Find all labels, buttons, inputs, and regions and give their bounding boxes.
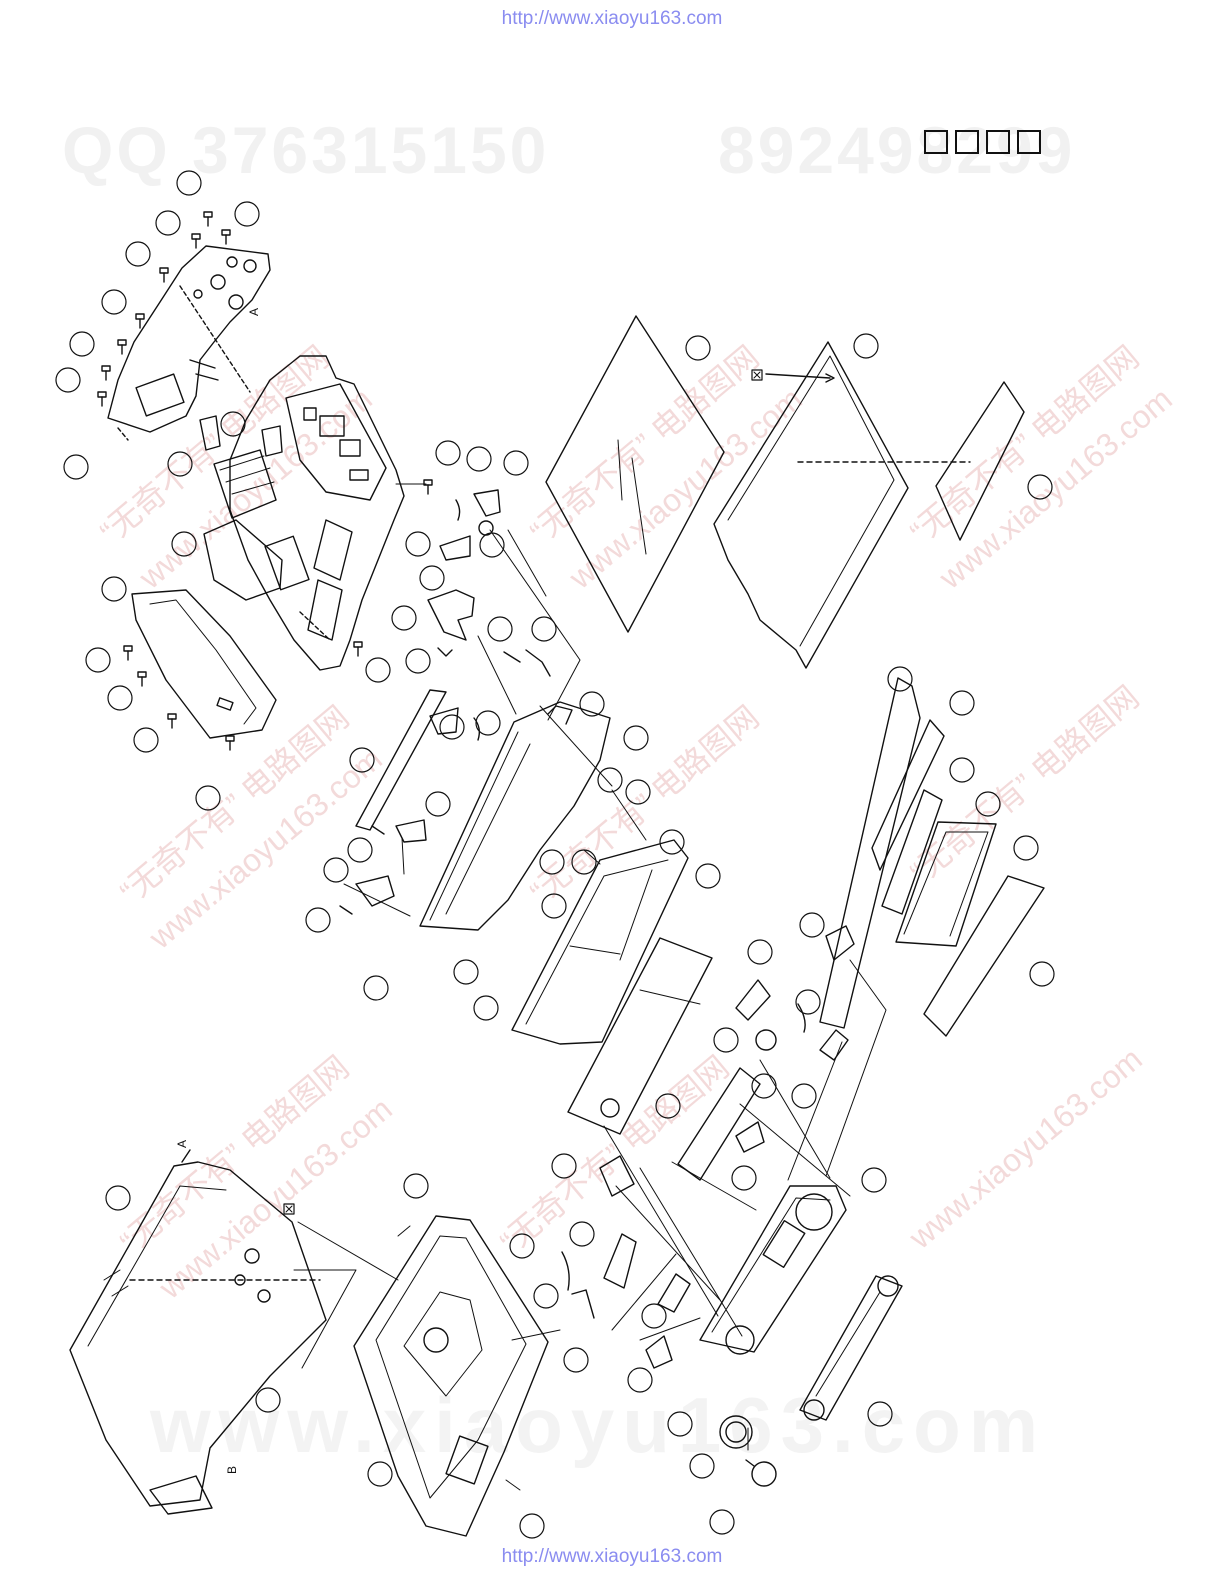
screw-group-top [97, 211, 231, 407]
knobs [719, 1415, 777, 1487]
balloons [55, 170, 1055, 1539]
sheet-insulator [935, 381, 1025, 541]
small-parts-right [677, 925, 855, 1181]
title-box [924, 130, 948, 154]
arrow-marker-lower [283, 1203, 295, 1215]
source-url-top[interactable]: http://www.xiaoyu163.com [501, 8, 723, 29]
small-brackets-lower [561, 1155, 691, 1369]
watermark-bottom: www.xiaoyu163.com [150, 1381, 1047, 1469]
reference-mark-a: A [247, 308, 261, 316]
title-box-group [924, 130, 1041, 154]
lever-parts [339, 489, 551, 915]
front-chassis [355, 689, 611, 931]
title-box [986, 130, 1010, 154]
cd-mechanism [353, 1215, 549, 1537]
case [799, 1275, 903, 1421]
reference-mark-b: B [225, 1466, 239, 1474]
top-bracket [107, 245, 271, 441]
watermark-number: 892498299 [718, 113, 1076, 187]
main-pcb [199, 355, 405, 671]
display-window-parts [819, 677, 1045, 1037]
front-panel [699, 1185, 847, 1355]
screw-group-left [123, 479, 433, 751]
arrow-marker [751, 369, 763, 381]
watermark-qq: QQ 376315150 [62, 113, 550, 187]
bottom-chassis [69, 1149, 327, 1515]
front-panel-frame [511, 839, 689, 1045]
title-box [1017, 130, 1041, 154]
reference-mark-a-lower: A [175, 1140, 189, 1148]
top-cover [545, 315, 725, 633]
source-url-bottom[interactable]: http://www.xiaoyu163.com [501, 1546, 723, 1567]
bottom-cover [713, 341, 971, 669]
shield-plate [131, 589, 277, 739]
control-board [567, 937, 713, 1135]
leader-lines [293, 483, 887, 1491]
title-box [955, 130, 979, 154]
